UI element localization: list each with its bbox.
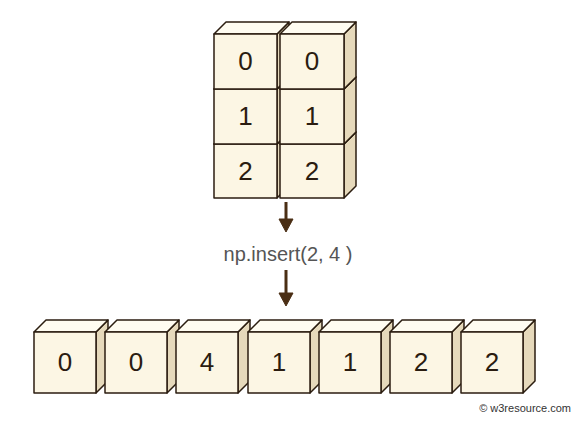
cube-value: 1 [319,332,381,393]
cube-value: 1 [248,332,310,393]
number-cube: 0 [279,21,357,90]
cube-value: 0 [105,332,167,393]
cube-faces [461,320,535,393]
cube-faces [105,320,179,393]
cube-faces [280,132,356,198]
cube-front [390,332,452,393]
cube-front [176,332,238,393]
number-cube: 0 [213,21,290,90]
cube-faces [390,320,464,393]
cube-faces [34,320,108,393]
cube-top [280,77,356,89]
down-arrow-shaft [285,270,288,296]
cube-top [34,320,108,332]
cube-faces [214,77,289,144]
cube-front [280,34,344,89]
cube-top [390,320,464,332]
cube-value: 0 [214,34,277,89]
cube-faces [280,22,356,89]
cube-front [214,144,277,198]
cube-top [105,320,179,332]
down-arrow-head [279,293,293,306]
number-cube: 2 [389,319,465,394]
number-cube: 4 [175,319,251,394]
cube-value: 2 [390,332,452,393]
watermark: © w3resource.com [479,402,571,414]
number-cube: 1 [318,319,394,394]
cube-side [344,132,356,198]
number-cube: 0 [33,319,109,394]
cube-top [319,320,393,332]
cube-side [344,77,356,144]
cube-value: 0 [34,332,96,393]
cube-faces [176,320,250,393]
cube-front [280,144,344,198]
cube-top [280,22,356,34]
cube-faces [248,320,322,393]
cube-faces [319,320,393,393]
cube-top [248,320,322,332]
cube-value: 1 [214,89,277,144]
cube-front [319,332,381,393]
cube-front [214,34,277,89]
cube-top [461,320,535,332]
cube-top [214,22,289,34]
cube-front [280,89,344,144]
cube-value: 2 [461,332,523,393]
cube-faces [214,132,289,198]
number-cube: 0 [104,319,180,394]
cube-value: 0 [280,34,344,89]
cube-front [248,332,310,393]
cube-value: 2 [280,144,344,198]
cube-front [214,89,277,144]
cube-top [214,132,289,144]
number-cube: 2 [460,319,536,394]
down-arrow-head [279,219,293,232]
number-cube: 1 [247,319,323,394]
function-call: np.insert(2, 4 ) [224,243,353,266]
cube-front [34,332,96,393]
cube-value: 2 [214,144,277,198]
cube-top [280,132,356,144]
cube-value: 4 [176,332,238,393]
cube-value: 1 [280,89,344,144]
cube-faces [214,22,289,89]
cube-top [214,77,289,89]
cube-faces [280,77,356,144]
cube-front [461,332,523,393]
cube-front [105,332,167,393]
cube-top [176,320,250,332]
